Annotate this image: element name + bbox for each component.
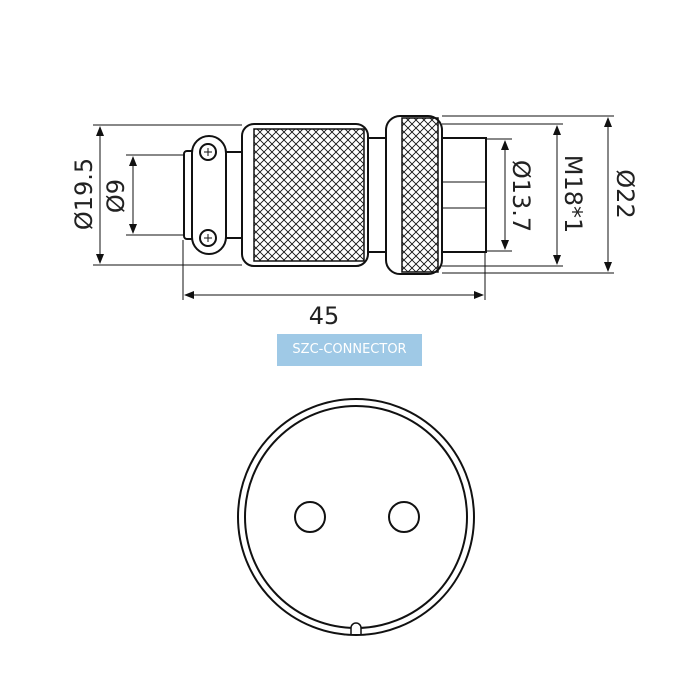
dim-left-outer: Ø19.5 (70, 124, 242, 266)
dim-inner-right: Ø13.7 (486, 138, 535, 252)
nut-knurl (401, 117, 439, 273)
neck (225, 151, 243, 239)
front-insert (441, 137, 487, 253)
pin-hole-1 (294, 501, 326, 533)
front-outer-ring (237, 398, 475, 636)
brand-label: SZC-CONNECTOR (277, 334, 422, 366)
dim-text-outer: Ø22 (611, 169, 639, 218)
front-view (237, 398, 475, 636)
pin-hole-2 (388, 501, 420, 533)
waist (367, 137, 387, 253)
dim-left-inner: Ø9 (102, 154, 184, 236)
dim-text-length: 45 (309, 302, 340, 330)
dim-thread: M18*1 (442, 123, 587, 267)
dim-outer: Ø22 (442, 115, 639, 274)
keyway-notch (350, 622, 362, 634)
knurl-pattern (253, 128, 365, 262)
side-view (183, 115, 487, 275)
dim-text-inner-right: Ø13.7 (507, 160, 535, 232)
dim-length: 45 (182, 240, 486, 330)
dim-text-left-inner: Ø9 (102, 179, 130, 213)
dim-text-thread: M18*1 (559, 155, 587, 234)
dim-text-left-outer: Ø19.5 (70, 158, 98, 230)
